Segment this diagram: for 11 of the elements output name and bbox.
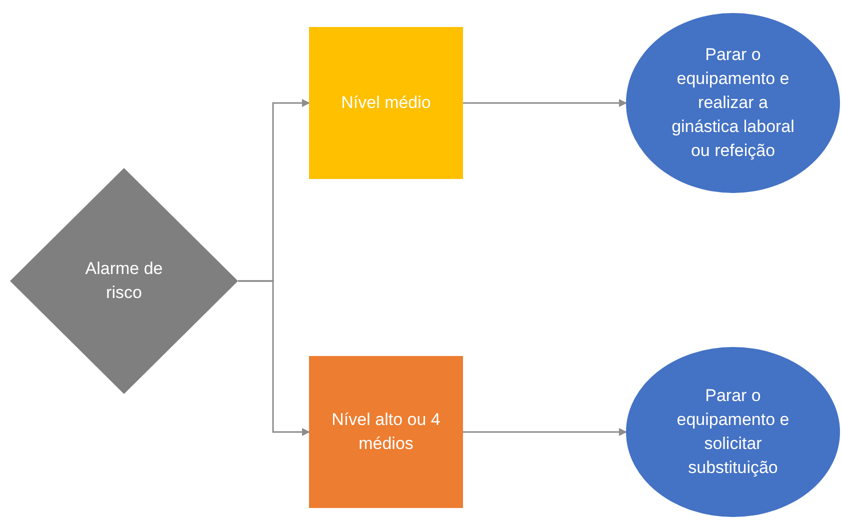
decision-diamond — [10, 168, 238, 394]
node-label: Parar o equipamento e solicitar substituição — [676, 385, 790, 479]
arrow — [463, 428, 627, 436]
node-label: Nível médio — [341, 92, 431, 114]
node-label: Parar o equipamento e realizar a ginástica laboral ou refeição — [670, 44, 796, 162]
arrow — [463, 99, 627, 107]
arrow — [238, 280, 310, 436]
node-label: Nível alto ou 4 médios — [330, 409, 442, 455]
node-label: Alarme de risco — [84, 258, 164, 304]
process-box — [309, 27, 463, 179]
process-box — [309, 356, 463, 508]
